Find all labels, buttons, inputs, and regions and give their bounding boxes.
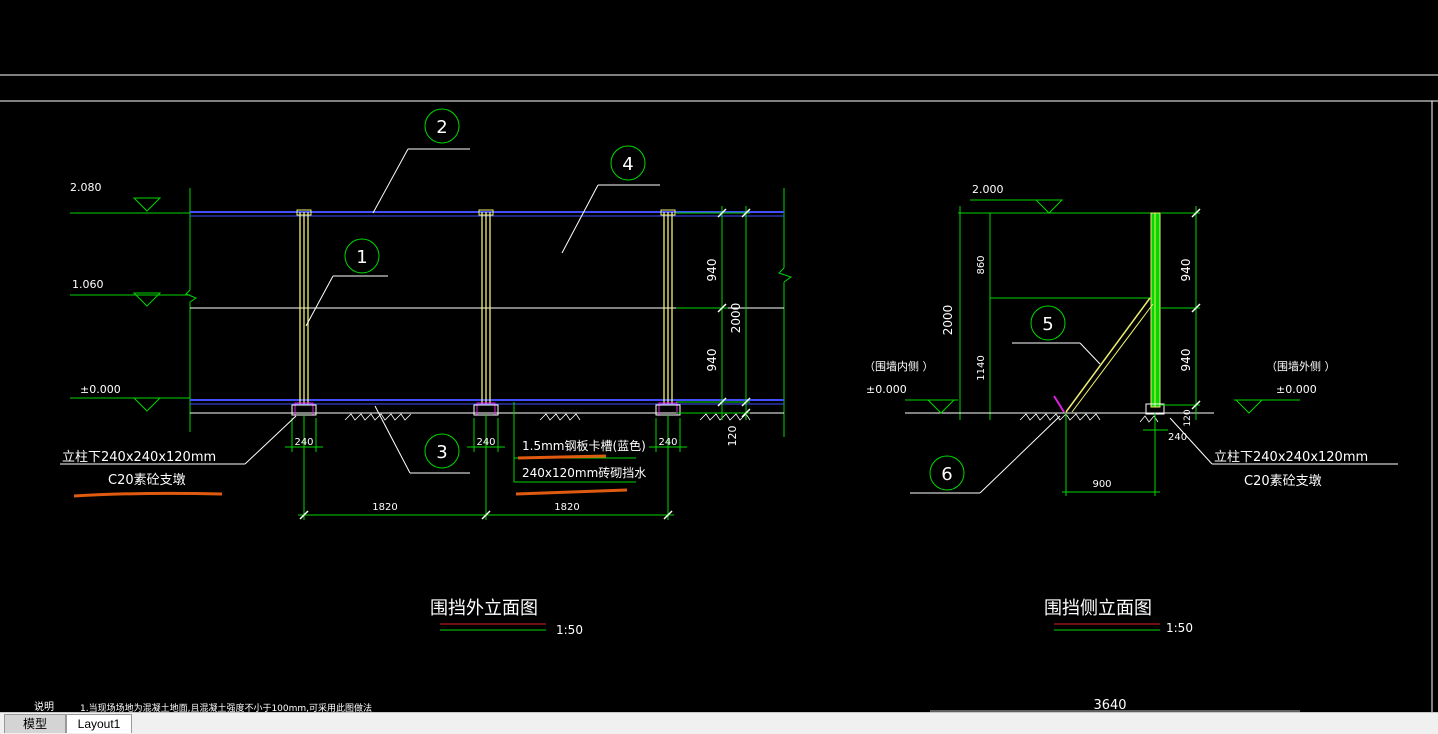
level-base: ±0.000 [80, 383, 121, 396]
callout-6: 6 [941, 464, 952, 485]
dim-total: 2000 [729, 303, 743, 334]
dim-span-a: 1820 [372, 502, 397, 513]
side-dim-footing: 120 [1183, 409, 1193, 426]
tab-layout1[interactable]: Layout1 [66, 714, 132, 733]
side-inner-level: ±0.000 [866, 383, 907, 396]
side-dim-upper-left: 860 [976, 255, 987, 274]
front-title: 围挡外立面图 [430, 598, 538, 619]
dim-upper: 940 [705, 259, 719, 282]
callout-3: 3 [436, 442, 447, 463]
side-dim-pier: 240 [1168, 432, 1187, 443]
front-pier-material: C20素砼支墩 [108, 473, 186, 488]
note-text: 1.当现场场地为混凝土地面,且混凝土强度不小于100mm,可采用此图做法 [80, 702, 372, 712]
dim-pier-b: 240 [476, 437, 495, 448]
side-inner-label: （围墙内侧 ） [864, 359, 934, 373]
total-dim: 3640 [1093, 698, 1126, 712]
level-mid: 1.060 [72, 278, 104, 291]
side-dim-upper-right: 940 [1179, 259, 1193, 282]
cad-drawing: 2.080 1.060 ±0.000 [0, 74, 1438, 712]
tab-model[interactable]: 模型 [4, 714, 66, 733]
callout-4: 4 [622, 154, 633, 175]
wall-spec: 240x120mm砖砌挡水 [522, 465, 646, 480]
callout-5: 5 [1042, 314, 1053, 335]
callout-2: 2 [436, 117, 447, 138]
front-elevation: 2.080 1.060 ±0.000 [60, 108, 793, 637]
side-outer-label: （围墙外侧 ） [1266, 359, 1336, 373]
layout-tab-bar: 模型 Layout1 [0, 712, 1438, 734]
side-scale: 1:50 [1166, 621, 1193, 635]
side-dim-brace: 900 [1092, 479, 1111, 490]
dim-pier-c: 240 [658, 437, 677, 448]
side-title: 围挡侧立面图 [1044, 598, 1152, 619]
dim-lower: 940 [705, 349, 719, 372]
side-level-top: 2.000 [972, 183, 1004, 196]
dim-footing: 120 [726, 426, 739, 447]
side-elevation: 2.000 2000 860 1140 （围墙内侧 ） ±0.000 （围墙外侧… [864, 183, 1398, 635]
callout-1: 1 [356, 247, 367, 268]
side-pier-spec: 立柱下240x240x120mm [1214, 450, 1368, 465]
dim-span-b: 1820 [554, 502, 579, 513]
side-pier-material: C20素砼支墩 [1244, 474, 1322, 489]
side-outer-level: ±0.000 [1276, 383, 1317, 396]
side-dim-lower-right: 940 [1179, 349, 1193, 372]
level-top: 2.080 [70, 181, 102, 194]
front-scale: 1:50 [556, 623, 583, 637]
note-head: 说明 [34, 700, 54, 712]
side-dim-lower-left: 1140 [976, 355, 987, 380]
panel-spec: 1.5mm钢板卡槽(蓝色) [522, 439, 646, 453]
dim-pier-a: 240 [294, 437, 313, 448]
front-pier-spec: 立柱下240x240x120mm [62, 450, 216, 465]
side-dim-total: 2000 [941, 305, 955, 336]
